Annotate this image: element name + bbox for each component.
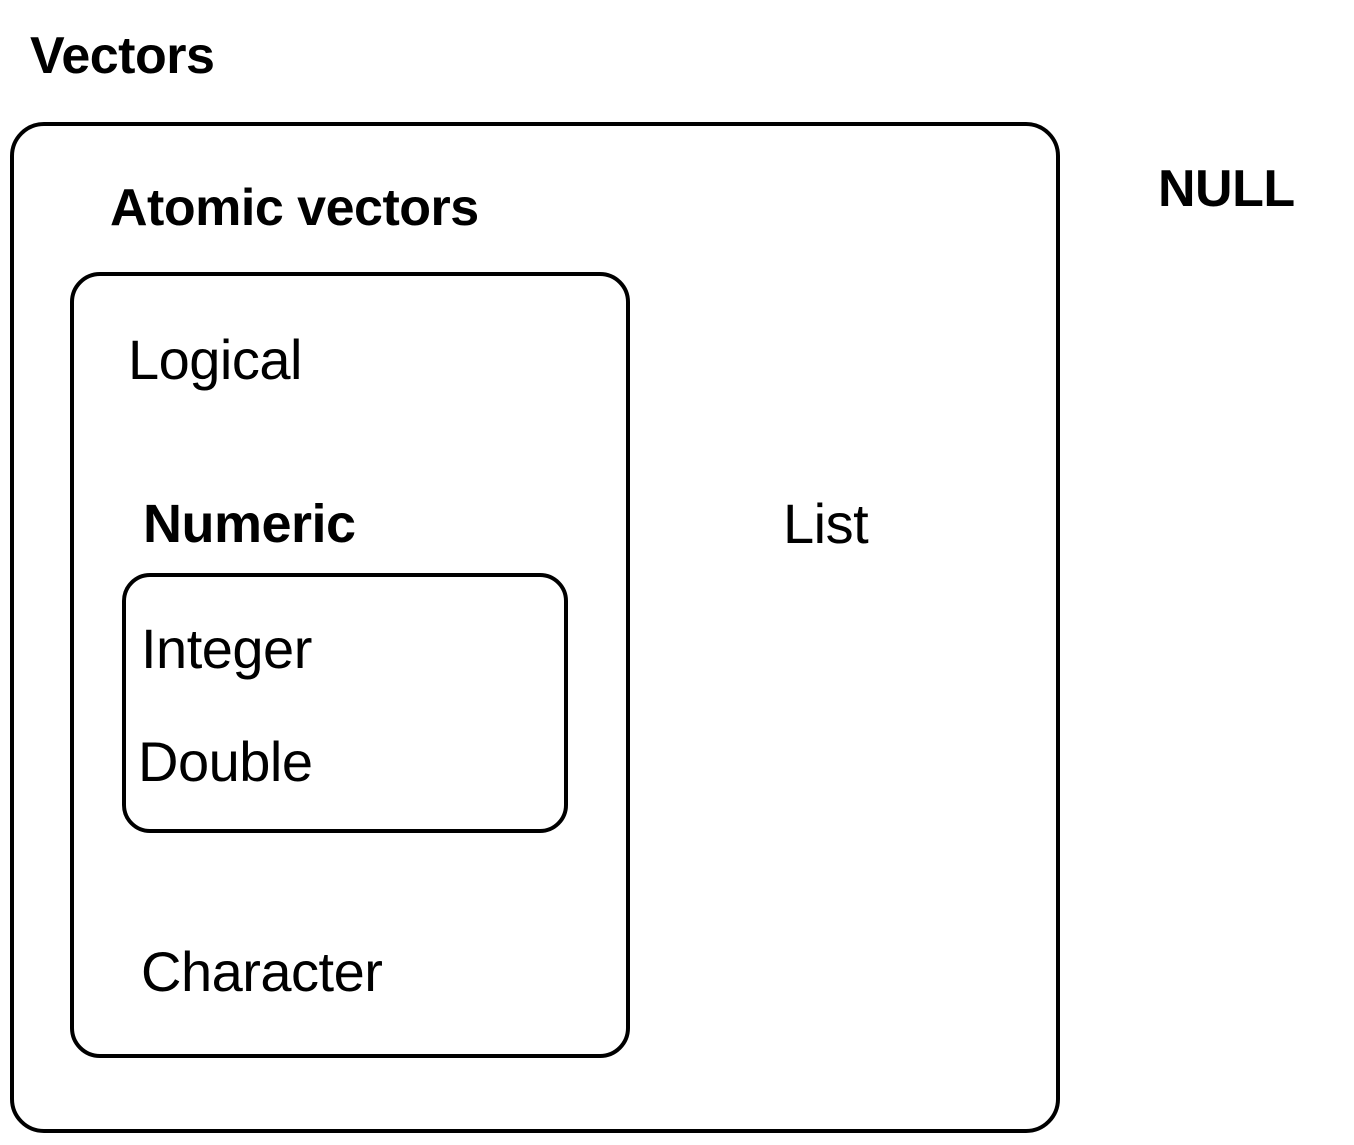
null-label: NULL (1158, 160, 1295, 218)
integer-label: Integer (141, 617, 312, 680)
vectors-box-title: Vectors (30, 27, 215, 85)
numeric-label: Numeric (143, 494, 356, 554)
character-label: Character (141, 940, 383, 1003)
numeric-box (122, 573, 568, 833)
atomic-vectors-box (70, 272, 630, 1058)
atomic-vectors-box-title: Atomic vectors (110, 179, 479, 237)
double-label: Double (138, 730, 313, 793)
logical-label: Logical (128, 328, 302, 391)
vectors-box (10, 122, 1060, 1133)
list-label: List (783, 492, 869, 555)
